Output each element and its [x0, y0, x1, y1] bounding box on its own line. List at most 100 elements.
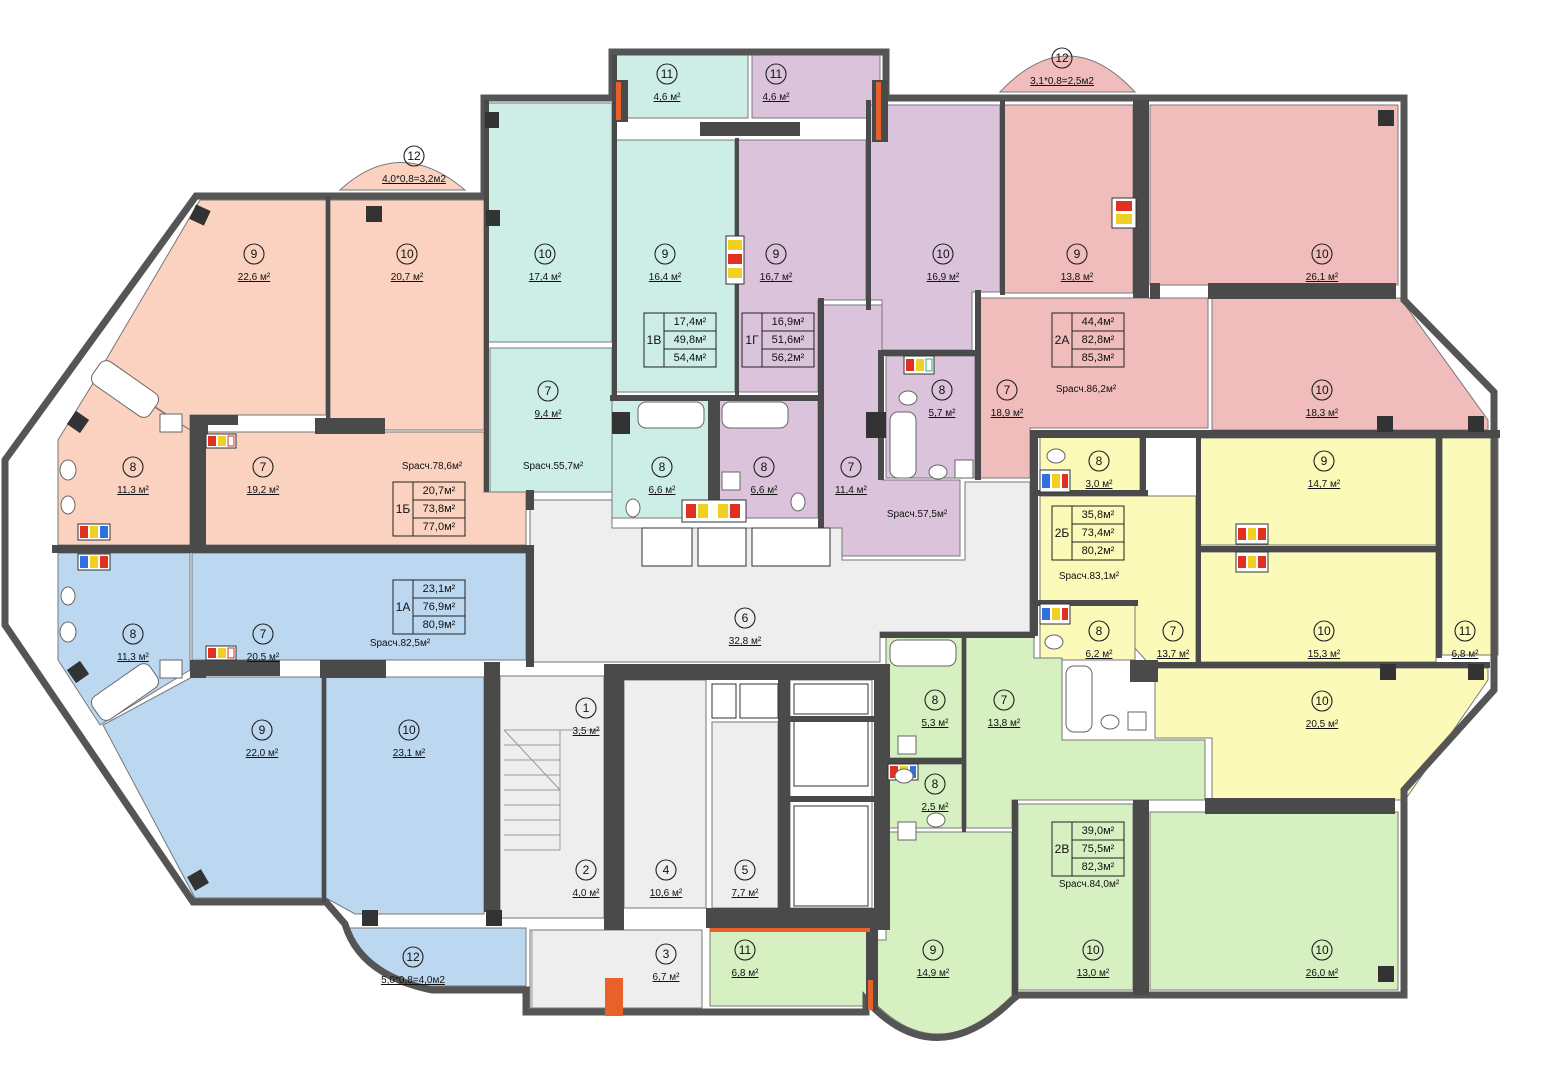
room-area: 4,0 м²	[573, 888, 601, 899]
room-area: 13,8 м²	[988, 718, 1021, 729]
room-area: 23,1 м²	[393, 748, 426, 759]
room-area: 16,4 м²	[649, 272, 682, 283]
apartment-name: 2А	[1055, 333, 1070, 347]
room-label-2b-11: 116,8 м²	[1452, 620, 1479, 660]
room-number: 12	[406, 950, 420, 964]
room-1b-7	[191, 431, 527, 546]
room-area: 17,4 м²	[529, 272, 562, 283]
room-c-6	[529, 481, 1031, 663]
room-label-2a-7: 718,9 м²	[991, 379, 1024, 419]
room-number-circle	[655, 943, 677, 965]
columns	[66, 110, 1484, 982]
room-label-1g-8a: 86,6 м²	[751, 456, 779, 496]
apartment-name: 1Б	[396, 502, 411, 516]
room-area: 11,3 м²	[117, 485, 149, 496]
room-area: 3,1*0,8=2,5м2	[1030, 76, 1094, 87]
room-label-1b-12: 124,0*0,8=3,2м2	[382, 145, 446, 185]
apartment-area-v2: 73,4м²	[1082, 527, 1115, 539]
room-number-circle	[924, 773, 946, 795]
room-number-circle	[922, 939, 944, 961]
apartment-box	[1051, 312, 1125, 368]
room-number-circle	[996, 379, 1018, 401]
room-number: 7	[848, 460, 855, 474]
apartment-area-v3: 80,9м²	[423, 619, 456, 631]
room-number-circle	[1311, 690, 1333, 712]
room-2a-10a	[1149, 104, 1399, 286]
apartment-area-v1: 17,4м²	[674, 316, 707, 328]
room-number: 9	[662, 247, 669, 261]
room-number-circle	[534, 243, 556, 265]
apartment-area-v1: 35,8м²	[1082, 509, 1115, 521]
apartment-area-v3: 85,3м²	[1082, 352, 1115, 364]
room-label-1a-7: 720,5 м²	[247, 623, 280, 663]
apartment-name: 1В	[647, 333, 662, 347]
room-number: 8	[939, 383, 946, 397]
room-2b-10a	[1199, 551, 1437, 663]
room-number-circle	[122, 456, 144, 478]
apartment-calc-area: Sрасч.55,7м²	[523, 461, 584, 472]
room-number-circle	[402, 946, 424, 968]
apartment-labels: 1А23,1м²76,9м²80,9м²Sрасч.82,5м²1Б20,7м²…	[370, 312, 1125, 890]
room-number: 8	[932, 693, 939, 707]
room-number: 8	[130, 627, 137, 641]
apartment-box	[643, 312, 717, 368]
room-number: 8	[1096, 624, 1103, 638]
room-number-circle	[122, 623, 144, 645]
apartment-area-v1: 23,1м²	[423, 583, 456, 595]
room-label-1b-7: 719,2 м²	[247, 456, 280, 496]
room-2v-11	[709, 927, 869, 1007]
room-label-2v-8a: 85,3 м²	[922, 689, 949, 729]
room-number-circle	[651, 456, 673, 478]
room-area: 20,5 м²	[247, 652, 280, 663]
staircase	[503, 729, 600, 1008]
room-1v-10	[483, 102, 613, 343]
room-label-c-3: 3 6,7 м²	[653, 943, 681, 983]
room-label-c-6: 632,8 м²	[729, 607, 762, 647]
apartment-box	[392, 481, 466, 537]
room-label-1g-7: 7 11,4 м²	[835, 456, 868, 496]
room-number-circle	[575, 859, 597, 881]
room-number-circle	[765, 243, 787, 265]
room-number: 11	[739, 943, 752, 957]
room-number-circle	[1313, 450, 1335, 472]
room-number-circle	[398, 719, 420, 741]
room-area: 26,0 м²	[1306, 968, 1339, 979]
room-number-circle	[1082, 939, 1104, 961]
room-number-circle	[1051, 47, 1073, 69]
balcony-markers	[605, 82, 881, 1016]
room-area: 6,6 м²	[751, 485, 779, 496]
room-number-circle	[765, 63, 787, 85]
room-number: 9	[1074, 247, 1081, 261]
room-number: 7	[1001, 693, 1008, 707]
room-number: 7	[1170, 624, 1177, 638]
room-area: 11,4 м²	[835, 485, 867, 496]
room-number: 2	[583, 863, 590, 877]
room-area: 10,6 м²	[650, 888, 683, 899]
room-number: 10	[936, 247, 950, 261]
room-label-2b-8b: 86,2 м²	[1086, 620, 1113, 660]
room-1a-7	[191, 552, 527, 661]
apartment-area-v3: 80,2м²	[1082, 545, 1115, 557]
room-label-1v-11: 114,6 м²	[654, 63, 681, 103]
room-1v-11	[613, 54, 749, 119]
room-1a-9	[102, 676, 323, 899]
apartment-box	[392, 579, 466, 635]
apartment-box	[741, 312, 815, 368]
room-area: 18,3 м²	[1306, 408, 1339, 419]
room-number-circle	[1162, 620, 1184, 642]
room-number: 9	[251, 247, 258, 261]
room-number: 3	[663, 947, 670, 961]
room-area: 4,6 м²	[763, 92, 791, 103]
room-label-2a-9: 913,8 м²	[1061, 243, 1094, 283]
room-2v-7	[965, 635, 1206, 829]
room-number-circle	[924, 689, 946, 711]
apartment-area-v1: 20,7м²	[423, 485, 456, 497]
room-area: 6,7 м²	[653, 972, 681, 983]
